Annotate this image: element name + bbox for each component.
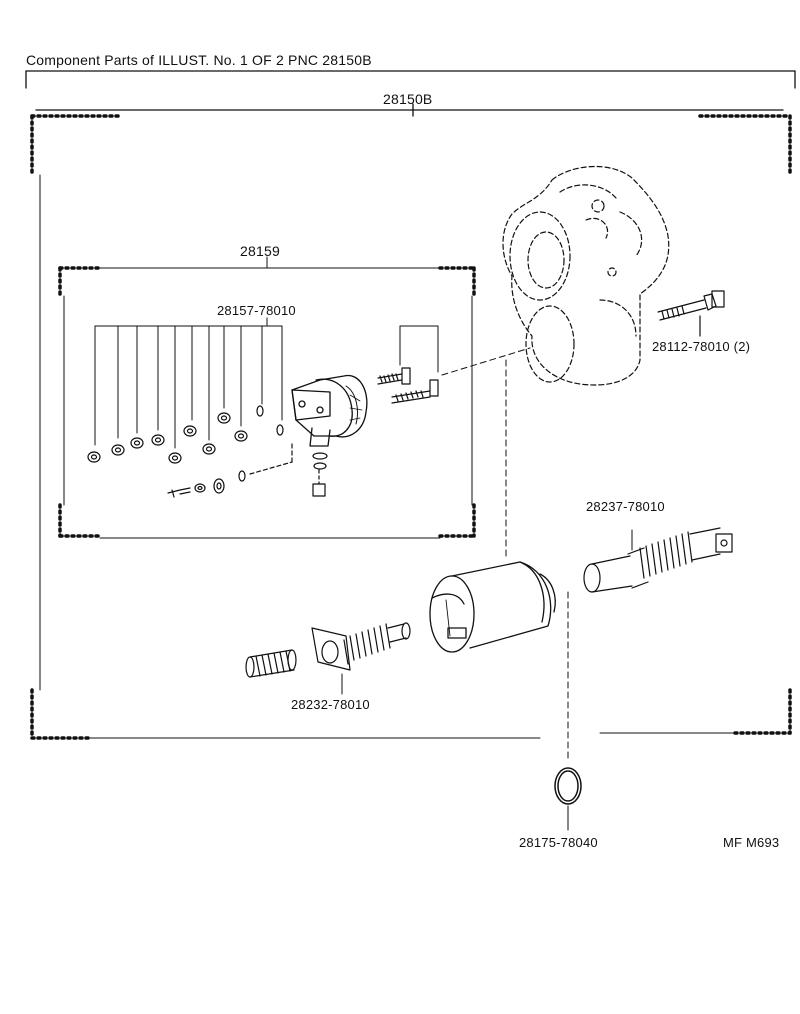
plunger-assembly <box>583 527 733 593</box>
outer-thin-boundary <box>39 174 736 739</box>
starter-case <box>502 166 670 386</box>
o-ring <box>554 767 582 831</box>
holder-assembly <box>311 622 411 695</box>
housing-washers <box>312 452 328 497</box>
inner-dashed-boundary <box>58 266 478 538</box>
assembly-bracket <box>35 103 784 117</box>
ring-callout: 28175-78040 <box>519 835 598 850</box>
bolt-callout: 28112-78010 (2) <box>652 339 751 354</box>
through-bolt <box>657 290 725 337</box>
terminal-kit-callout: 28157-78010 <box>217 303 296 318</box>
solenoid-body <box>429 561 556 653</box>
diagram-header: Component Parts of ILLUST. No. 1 OF 2 PN… <box>26 52 372 68</box>
nuts-and-washers <box>87 405 284 464</box>
holder-callout: 28232-78010 <box>291 697 370 712</box>
figure-code: MF M693 <box>723 835 780 850</box>
plunger-callout: 28237-78010 <box>586 499 665 514</box>
inner-thin-boundary <box>63 256 473 539</box>
assembly-centerlines <box>441 347 569 761</box>
terminal-housing <box>291 374 368 447</box>
outer-dashed-boundary <box>30 114 792 740</box>
sub-assembly-label: 28159 <box>240 243 280 259</box>
assembly-label: 28150B <box>383 91 433 107</box>
header-frame <box>25 70 796 89</box>
terminal-bolts <box>377 367 439 404</box>
return-spring <box>245 649 297 678</box>
terminal-kit-leader <box>94 317 439 449</box>
lower-small-parts <box>167 443 293 498</box>
